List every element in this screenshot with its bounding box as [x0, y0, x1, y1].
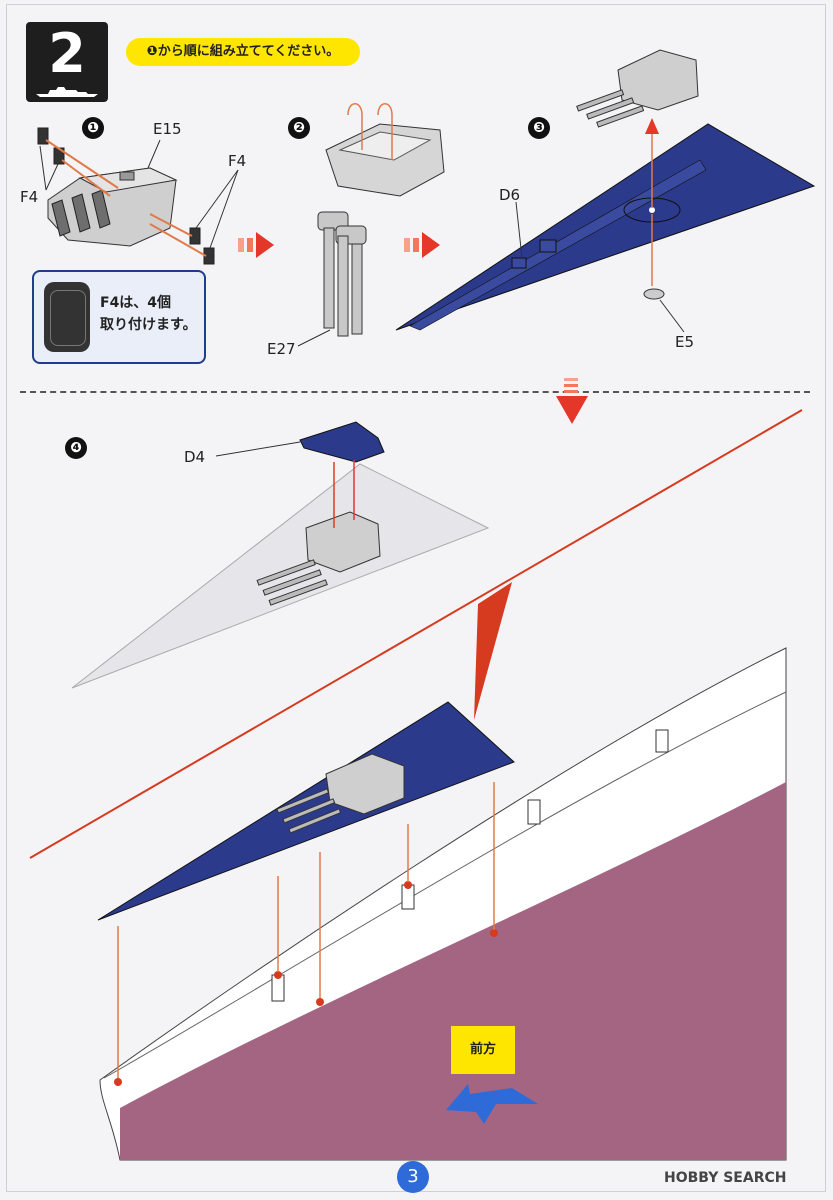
- substep-1-marker: ❶: [82, 117, 104, 139]
- page-number: 3: [397, 1161, 429, 1193]
- turret-e15-illustration: [47, 139, 178, 247]
- step-arrow-down: [556, 378, 588, 424]
- part-label-e27: E27: [267, 340, 296, 358]
- deck-d4-illustration: [71, 421, 490, 689]
- substep-4-marker: ❹: [65, 437, 87, 459]
- part-label-e5: E5: [675, 333, 695, 351]
- watermark-text: HOBBY SEARCH: [664, 1170, 787, 1186]
- f4-part-icon: [44, 282, 90, 352]
- step-number-badge: 2: [26, 22, 108, 102]
- step-number: 2: [48, 22, 86, 85]
- f4-parts-illustration: [37, 127, 239, 265]
- battleship-silhouette-icon: [36, 87, 98, 97]
- part-label-f4-right: F4: [228, 152, 247, 170]
- part-label-d4: D4: [184, 448, 206, 466]
- part-label-d6: D6: [499, 186, 521, 204]
- deck-d6-illustration: [395, 118, 816, 333]
- forward-direction-label: 前方: [451, 1026, 515, 1074]
- section-pointer-line: [29, 409, 803, 859]
- f4-quantity-callout: F4は、4個 取り付けます。: [32, 270, 206, 364]
- turret-base-illustration: [325, 103, 445, 197]
- section-divider: [20, 391, 810, 393]
- substep-2-marker: ❷: [288, 117, 310, 139]
- part-label-f4-left: F4: [20, 188, 39, 206]
- step-arrow-1: [238, 232, 274, 258]
- part-label-e15: E15: [153, 120, 182, 138]
- blue-deck-on-hull-illustration: [97, 701, 515, 1078]
- forward-direction-arrow-icon: [446, 1084, 538, 1124]
- substep-3-marker: ❸: [528, 117, 550, 139]
- gun-barrels-e27-illustration: [297, 211, 367, 347]
- step-arrow-2: [404, 232, 440, 258]
- callout-text: F4は、4個 取り付けます。: [100, 295, 197, 333]
- hull-illustration: [99, 647, 787, 1161]
- turret-assembled-illustration: [576, 49, 699, 128]
- assembly-instruction-note: ❶から順に組み立ててください。: [126, 38, 360, 66]
